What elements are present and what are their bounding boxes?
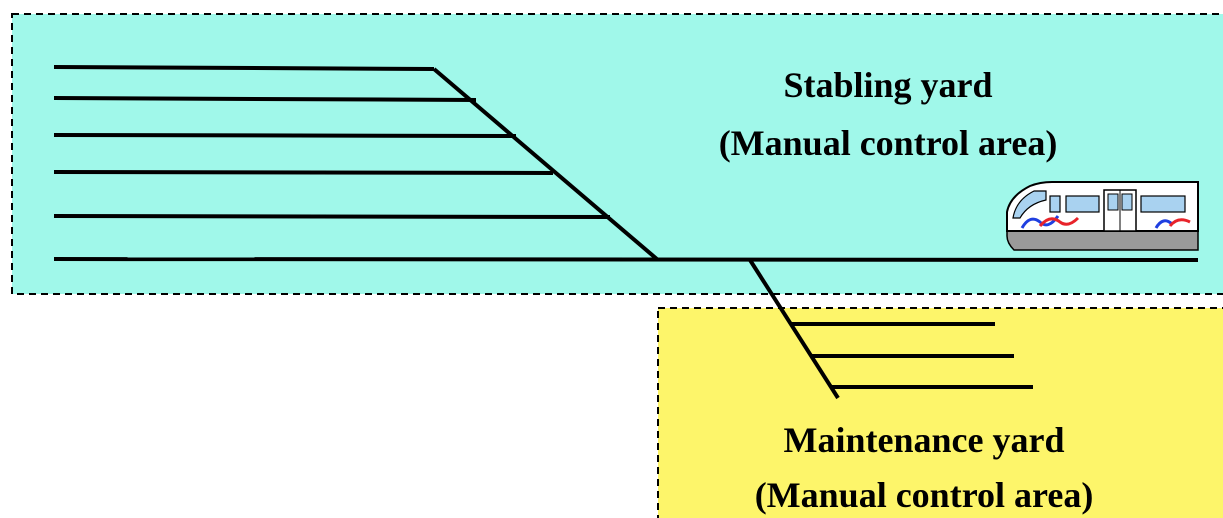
train-icon xyxy=(1006,181,1199,251)
train-door-window-left xyxy=(1107,193,1119,211)
train-stripe-red-rear xyxy=(1168,218,1191,227)
train-stripe-red xyxy=(1038,216,1080,227)
main-line-track xyxy=(53,257,1199,262)
train-window-1 xyxy=(1049,195,1061,213)
stabling-track-1 xyxy=(53,65,435,71)
stabling-track-4 xyxy=(53,170,554,175)
train-window-2 xyxy=(1065,195,1100,213)
stabling-yard-subtitle: (Manual control area) xyxy=(719,123,1058,163)
maintenance-yard-title: Maintenance yard xyxy=(784,420,1065,460)
stabling-tracks xyxy=(53,65,1199,262)
train-base xyxy=(1006,230,1199,251)
stabling-track-3 xyxy=(53,133,517,138)
train-windshield xyxy=(1012,190,1047,219)
stabling-track-5 xyxy=(53,214,611,219)
stabling-track-2 xyxy=(53,96,477,102)
maintenance-diagonal-switch xyxy=(748,258,840,400)
stabling-yard-title: Stabling yard xyxy=(783,65,992,105)
maintenance-tracks xyxy=(748,258,1033,400)
train-stripe-blue xyxy=(1020,215,1060,229)
stabling-diagonal-switch xyxy=(432,67,660,262)
train-door-window-right xyxy=(1121,193,1133,211)
train-window-3 xyxy=(1140,195,1186,213)
maintenance-yard-zone xyxy=(657,307,1223,518)
maintenance-yard-subtitle: (Manual control area) xyxy=(755,475,1094,515)
train-stripe-blue-rear xyxy=(1154,219,1173,229)
